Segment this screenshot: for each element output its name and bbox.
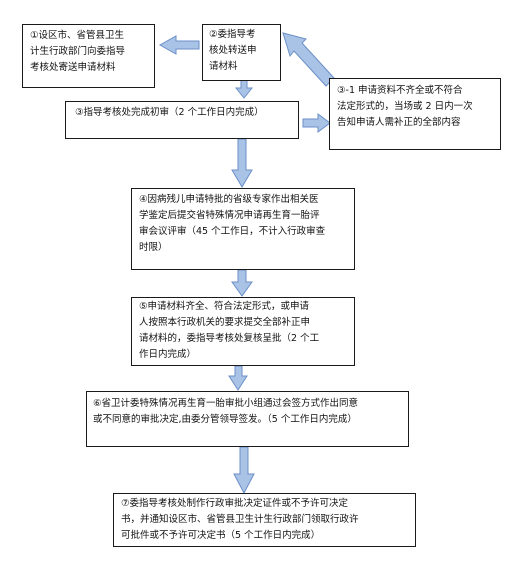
step3-box: ③指导考核处完成初审（2 个工作日内完成） [65,101,299,139]
arrow-step3-to-step4 [231,138,253,188]
arrow-step2-to-step3 [234,79,254,99]
arrow-step4-to-step5 [231,269,253,297]
step5-box: ⑤申请材料齐全、符合法定形式，或申请 人按照本行政机关的要求提交全部补正申 请材… [131,297,355,366]
arrow-step3-1-to-step2 [282,32,335,87]
arrow-step3-to-step3-1 [302,113,331,133]
step6-box: ⑥省卫计委特殊情况再生育一胎审批小组通过会签方式作出同意 或不同意的审批决定,由… [86,391,409,447]
step3-1-box: ③-1 申请资料不齐全或不符合 法定形式的，当场或 2 日内一次 告知申请人需补… [329,78,501,150]
step7-box: ⑦委指导考核处制作行政审批决定证件或不予许可决定 书，并通知设区市、省管县卫生计… [113,493,416,547]
arrow-step5-to-step6 [228,365,248,391]
step2-box: ②委指导考 核处转送申 请材料 [202,24,281,81]
step4-box: ④因病残儿申请特批的省级专家作出相关医 学鉴定后提交省特殊情况申请再生育一胎评 … [131,188,355,270]
arrow-step2-to-step1 [158,35,200,55]
step1-box: ①设区市、省管县卫生 计生行政部门向委指导 考核处寄送申请材料 [22,24,155,88]
arrow-step6-to-step7 [233,446,255,495]
